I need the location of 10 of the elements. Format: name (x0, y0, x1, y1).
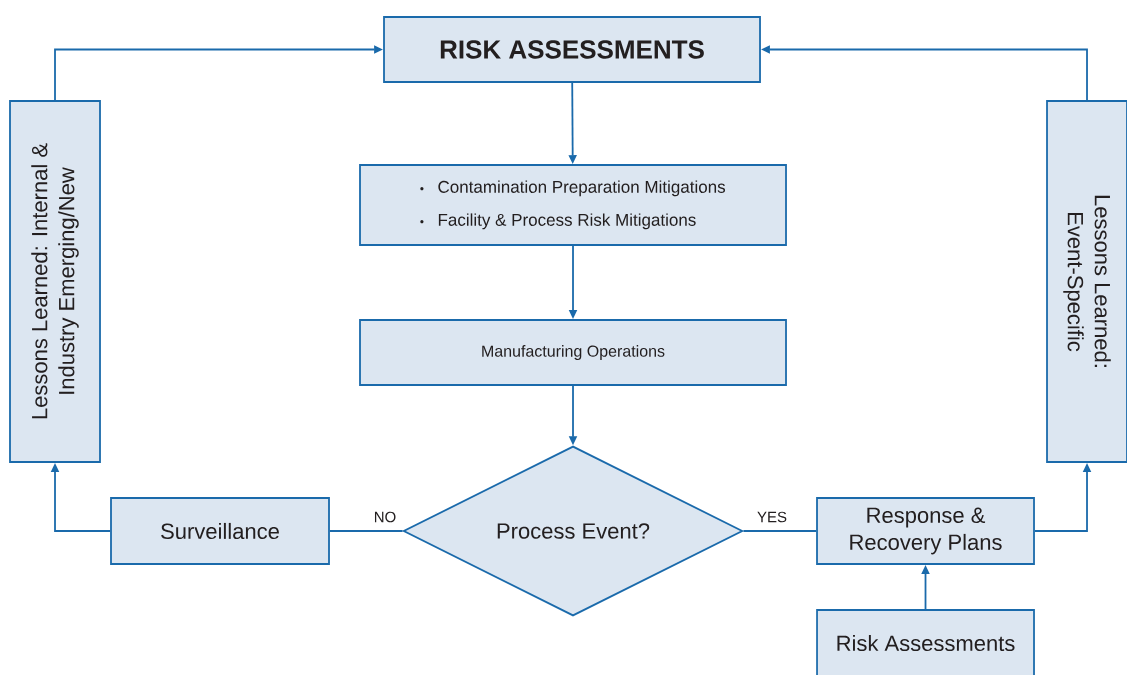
process-box: Response & Recovery Plans (816, 497, 1035, 565)
process-box: Contamination Preparation Mitigations Facility & Process Risk Mitigations (359, 164, 787, 246)
process-box: Risk Assessments (816, 609, 1035, 675)
process-box: Manufacturing Operations (359, 319, 787, 386)
process-box: Lessons Learned: Event-Specific (1046, 100, 1127, 463)
process-box: RISK ASSESSMENTS (383, 16, 761, 83)
process-box: Lessons Learned: Internal & Industry Emerging/New (9, 100, 101, 463)
process-box: Surveillance (110, 497, 330, 565)
edge-label: NO (372, 510, 398, 524)
edge-label: YES (756, 510, 788, 524)
